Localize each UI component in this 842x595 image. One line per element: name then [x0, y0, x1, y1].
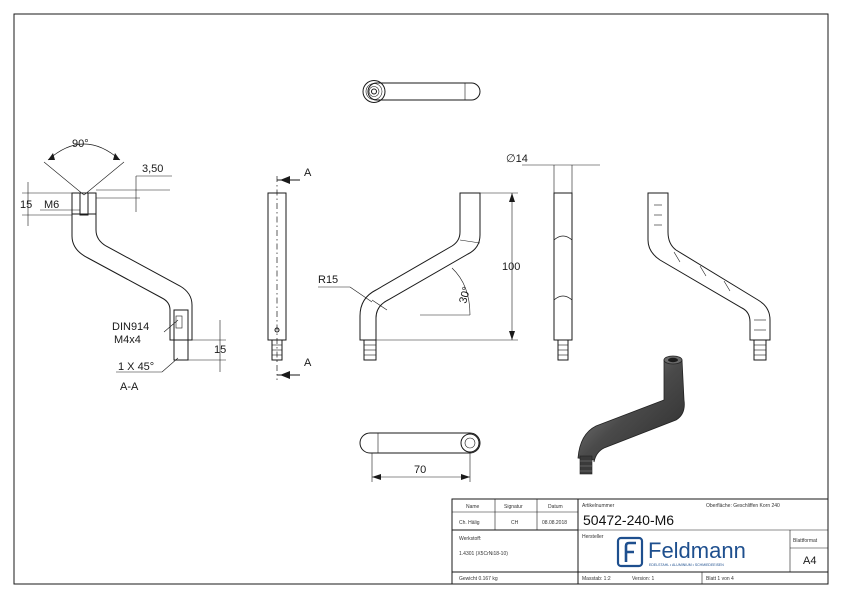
tb-header-signatur: Signatur — [504, 504, 523, 510]
dim-radius-r15: R15 — [318, 274, 338, 286]
tb-blatt: Blatt 1 von 4 — [706, 576, 734, 582]
side-view: ∅14 — [506, 153, 600, 361]
tb-hersteller-label: Hersteller — [582, 534, 604, 540]
tb-datum: 08.08.2018 — [542, 520, 567, 526]
tb-werkstoff: 1.4301 (X5CrNi18-10) — [459, 551, 508, 557]
tb-header-datum: Datum — [548, 504, 563, 510]
tb-name: Ch. Hälig — [459, 520, 480, 526]
tb-blattformat: A4 — [803, 555, 816, 567]
dim-width-3-50: 3,50 — [142, 163, 163, 175]
tb-version: Version: 1 — [632, 576, 654, 582]
dim-height-100: 100 — [502, 261, 520, 273]
cut-marker-a-bottom: A — [304, 357, 312, 369]
dim-15-top: 15 — [20, 199, 32, 211]
tb-signatur: CH — [511, 520, 519, 526]
logo-subtitle: EDELSTAHL • ALUMINIUM • SCHMIEDEEISEN — [649, 563, 724, 567]
dim-length-70: 70 — [414, 464, 426, 476]
bottom-view: 70 — [359, 432, 481, 482]
tb-header-name: Name — [466, 504, 480, 510]
tb-werkstoff-label: Werkstoff: — [459, 536, 481, 542]
title-block: Name Signatur Datum Ch. Hälig CH 08.08.2… — [451, 498, 829, 585]
section-label-a-a: A-A — [120, 381, 139, 393]
tb-artikel-label: Artikelnummer — [582, 503, 615, 509]
sheet-border — [13, 13, 829, 585]
dim-chamfer: 1 X 45° — [118, 361, 154, 373]
logo-text: Feldmann — [648, 538, 746, 563]
tb-oberflaeche: Oberfläche: Geschliffen Korn 240 — [706, 503, 780, 509]
side-view-cut: A A — [267, 167, 312, 380]
dim-15-bottom: 15 — [214, 344, 226, 356]
top-view — [362, 80, 481, 103]
tb-masstab: Masstab: 1:2 — [582, 576, 611, 582]
isometric-render — [577, 355, 685, 475]
dim-thread-m6: M6 — [44, 199, 59, 211]
front-view: R15 30° 100 — [318, 192, 520, 361]
tb-gewicht: Gewicht 0.167 kg — [459, 576, 498, 582]
dim-angle-30: 30° — [457, 286, 473, 305]
dim-m4x4: M4x4 — [114, 334, 141, 346]
feldmann-logo: Feldmann EDELSTAHL • ALUMINIUM • SCHMIED… — [616, 536, 746, 568]
section-view-a-a: 90° 3,50 15 M6 DIN914 M4x4 15 1 X 45° A-… — [20, 138, 226, 393]
cut-marker-a-top: A — [304, 167, 312, 179]
dim-din914: DIN914 — [112, 321, 149, 333]
tb-blattformat-label: Blattformat — [793, 538, 818, 544]
dim-angle-90: 90° — [72, 138, 89, 150]
dim-diameter-14: ∅14 — [506, 153, 528, 165]
tb-artikel-number: 50472-240-M6 — [583, 512, 674, 528]
right-view — [647, 192, 771, 361]
